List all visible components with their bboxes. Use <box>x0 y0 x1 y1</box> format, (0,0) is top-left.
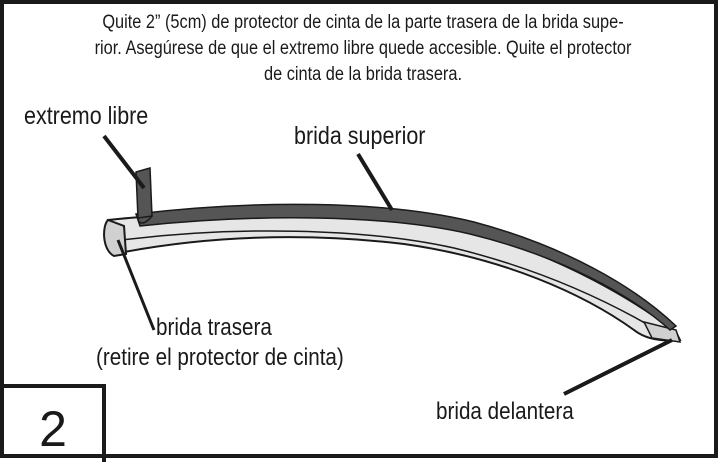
instruction-line-3: de cinta de la brida trasera. <box>263 64 463 85</box>
front-tip <box>642 320 682 343</box>
top-flange-tape <box>134 203 678 331</box>
deflector-ridge <box>121 230 665 335</box>
free-end-fold <box>137 215 153 224</box>
leader-top-flange <box>356 152 394 212</box>
step-number-box: 2 <box>4 384 106 462</box>
leader-front-flange <box>563 338 673 396</box>
step-number: 2 <box>39 401 67 457</box>
label-top-flange: brida superior <box>294 122 426 150</box>
leader-free-end <box>102 134 146 190</box>
instruction-line-2: rior. Asegúrese de que el extremo libre … <box>94 38 632 59</box>
instruction-text: Quite 2” (5cm) de protector de cinta de … <box>71 10 654 88</box>
label-back-flange-note: (retire el protector de cinta) <box>96 344 344 371</box>
label-front-flange: brida delantera <box>436 398 574 425</box>
leader-back-flange <box>116 239 156 331</box>
deflector-illustration <box>102 134 682 396</box>
instruction-line-1: Quite 2” (5cm) de protector de cinta de … <box>102 12 624 33</box>
label-back-flange: brida trasera <box>156 314 272 341</box>
free-end-tape <box>135 167 153 219</box>
label-free-end: extremo libre <box>24 102 149 130</box>
